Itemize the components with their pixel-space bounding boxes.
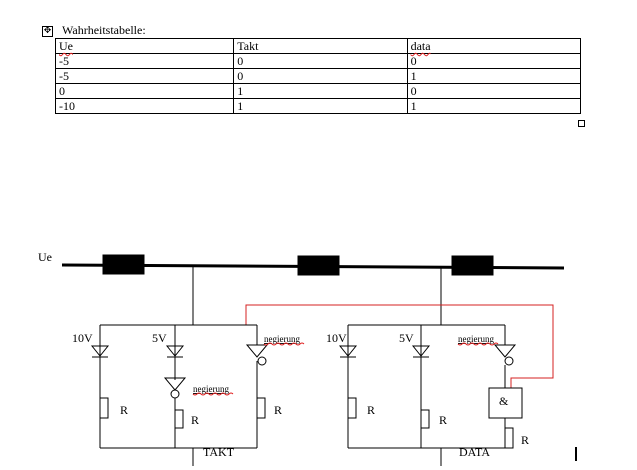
negation-icon bbox=[493, 344, 517, 358]
voltage-label: 5V bbox=[399, 331, 414, 345]
negation-icon bbox=[245, 344, 269, 358]
resistor-icon bbox=[99, 397, 109, 419]
bus-block bbox=[102, 254, 145, 275]
table-resize-handle[interactable] bbox=[578, 120, 585, 127]
cell-data[interactable]: 1 bbox=[406, 98, 582, 114]
cell-ue[interactable]: -10 bbox=[54, 98, 235, 114]
resistor-icon bbox=[347, 397, 357, 419]
negation-label: negierung bbox=[264, 334, 300, 344]
and-gate-label: & bbox=[499, 394, 509, 408]
spelling-mark bbox=[192, 392, 234, 396]
spelling-mark bbox=[457, 342, 499, 346]
diode-icon bbox=[338, 345, 358, 357]
resistor-icon bbox=[256, 397, 266, 419]
voltage-label: 5V bbox=[152, 331, 167, 345]
diode-icon bbox=[165, 345, 185, 357]
bus-block bbox=[297, 255, 340, 276]
resistor-label: R bbox=[439, 413, 447, 427]
resistor-label: R bbox=[191, 413, 199, 427]
resistor-icon bbox=[504, 427, 514, 449]
input-label: Ue bbox=[38, 250, 52, 264]
cell-takt[interactable]: 1 bbox=[233, 98, 408, 114]
negation-label: negierung bbox=[193, 384, 229, 394]
negation-icon bbox=[163, 377, 187, 391]
resistor-icon bbox=[420, 409, 430, 429]
bus-block bbox=[451, 255, 494, 276]
output-label: TAKT bbox=[203, 445, 235, 459]
table-row: -10 1 1 bbox=[54, 98, 582, 114]
negation-label: negierung bbox=[458, 334, 494, 344]
resistor-label: R bbox=[274, 403, 282, 417]
resistor-label: R bbox=[521, 433, 529, 447]
table-row: -5 0 1 bbox=[54, 68, 582, 84]
diode-icon bbox=[90, 345, 110, 357]
table-caption: Wahrheitstabelle: bbox=[62, 23, 146, 37]
resistor-label: R bbox=[120, 403, 128, 417]
resistor-icon bbox=[174, 409, 184, 429]
move-cross-icon[interactable]: ✥ bbox=[42, 26, 53, 37]
voltage-label: 10V bbox=[72, 331, 93, 345]
truth-table[interactable]: Ue Takt data -5 0 0 -5 0 1 0 1 0 -10 1 1 bbox=[54, 38, 582, 114]
voltage-label: 10V bbox=[326, 331, 347, 345]
table-row: 0 1 0 bbox=[54, 83, 582, 99]
spelling-mark bbox=[263, 342, 305, 346]
resistor-label: R bbox=[367, 403, 375, 417]
signal-wire bbox=[245, 304, 554, 388]
diode-icon bbox=[411, 345, 431, 357]
output-label: DATA bbox=[459, 445, 490, 459]
